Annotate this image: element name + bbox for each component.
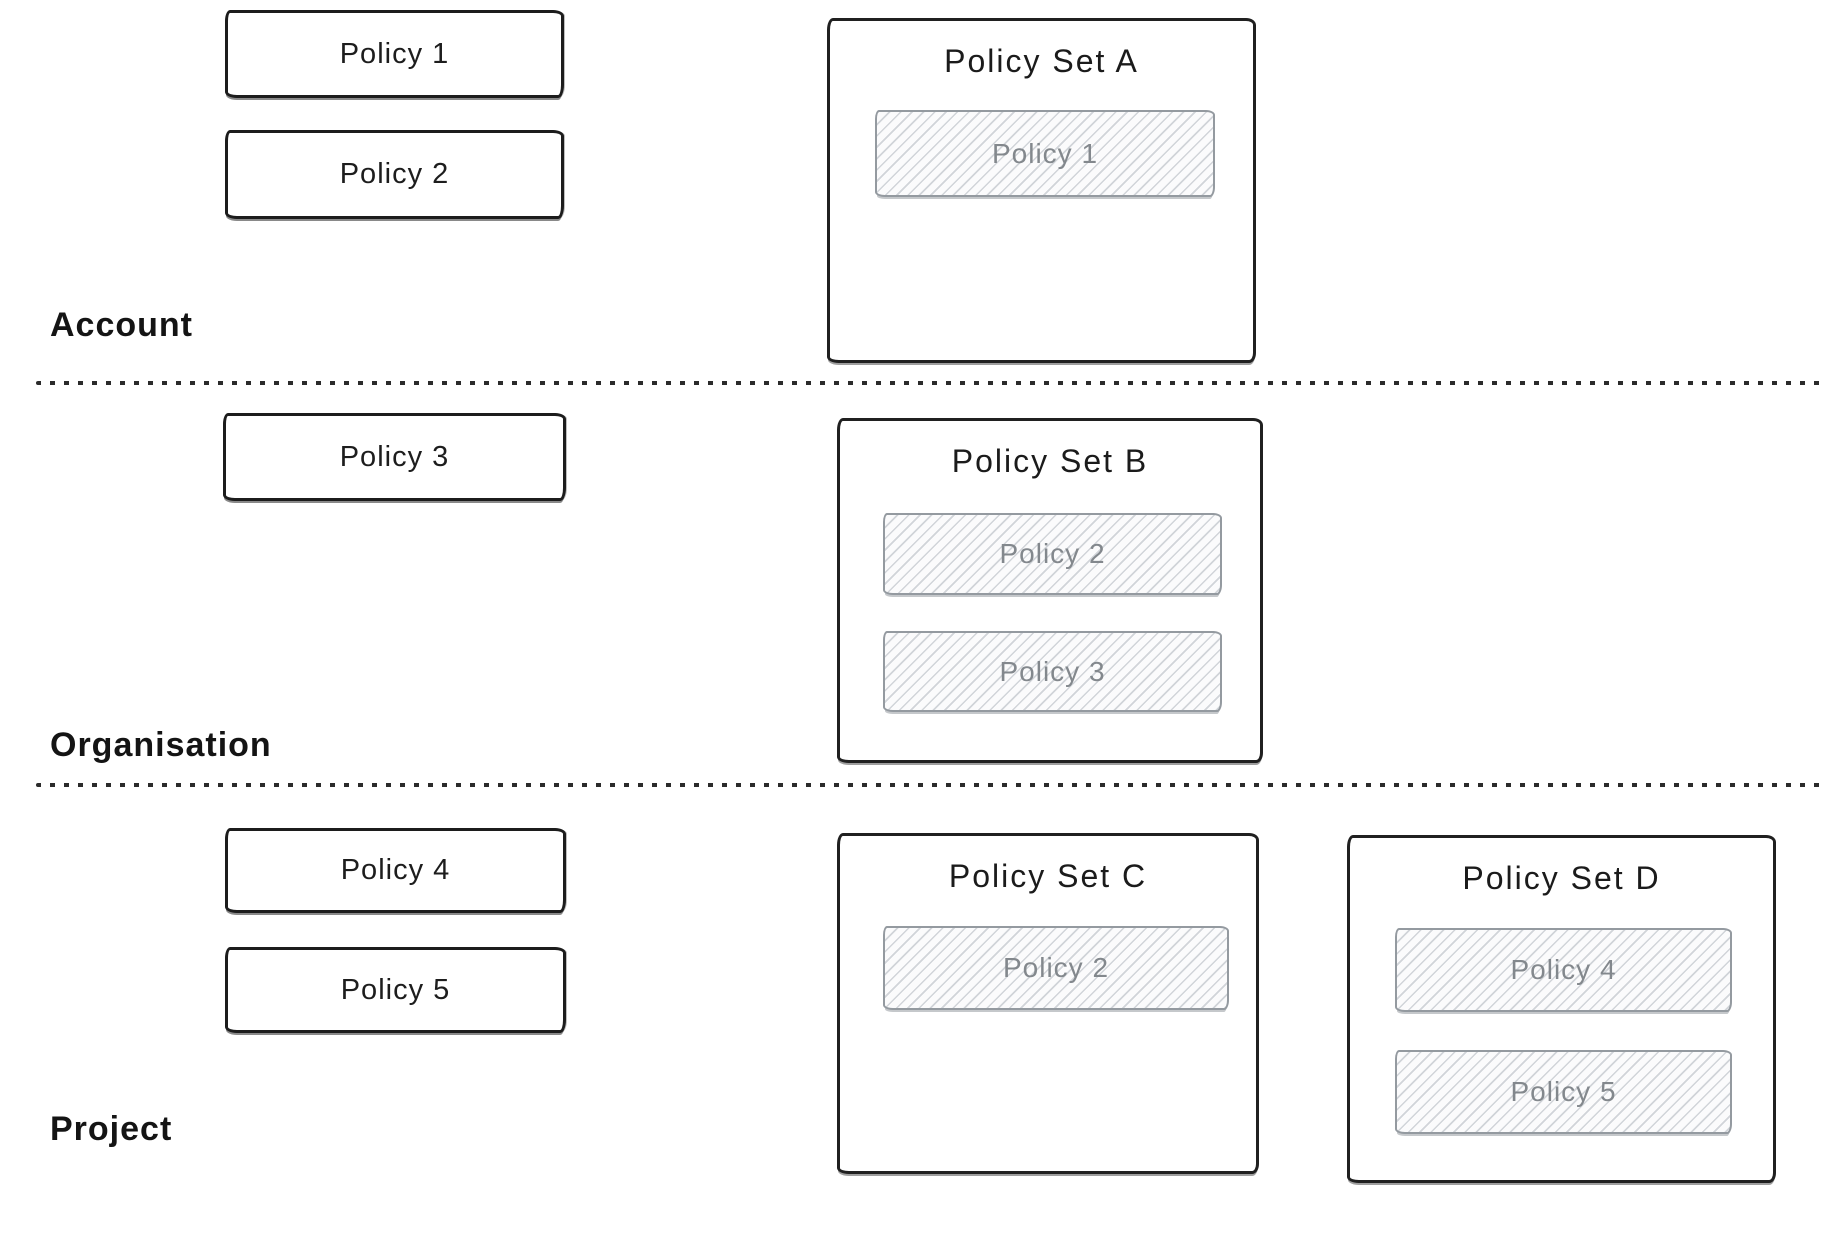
policy-box: Policy 4 — [225, 828, 566, 913]
attached-policy-box: Policy 2 — [883, 513, 1222, 595]
policy-set: Policy Set B Policy 2 Policy 3 — [837, 418, 1263, 763]
policy-box: Policy 3 — [223, 413, 566, 501]
attached-policy-box: Policy 3 — [883, 631, 1222, 712]
section-label-account: Account — [50, 306, 193, 344]
section-label-project: Project — [50, 1110, 173, 1148]
section-divider — [36, 381, 1826, 385]
attached-policy-box: Policy 4 — [1395, 928, 1732, 1012]
section-divider — [36, 783, 1826, 787]
policy-set: Policy Set C Policy 2 — [837, 833, 1259, 1174]
policy-set-title: Policy Set B — [951, 443, 1149, 479]
section-label-organisation: Organisation — [50, 726, 272, 764]
attached-policy-box: Policy 5 — [1395, 1050, 1732, 1134]
attached-policy-box: Policy 1 — [875, 110, 1215, 197]
policy-set: Policy Set A Policy 1 — [827, 18, 1256, 363]
policy-set-title: Policy Set D — [1462, 860, 1661, 896]
policy-set-title: Policy Set A — [944, 43, 1139, 79]
policy-set-title: Policy Set C — [948, 858, 1148, 894]
policy-box: Policy 2 — [225, 130, 564, 219]
policy-set: Policy Set D Policy 4 Policy 5 — [1347, 835, 1776, 1183]
policy-box: Policy 1 — [225, 10, 564, 98]
attached-policy-box: Policy 2 — [883, 926, 1229, 1010]
policy-box: Policy 5 — [225, 947, 566, 1033]
